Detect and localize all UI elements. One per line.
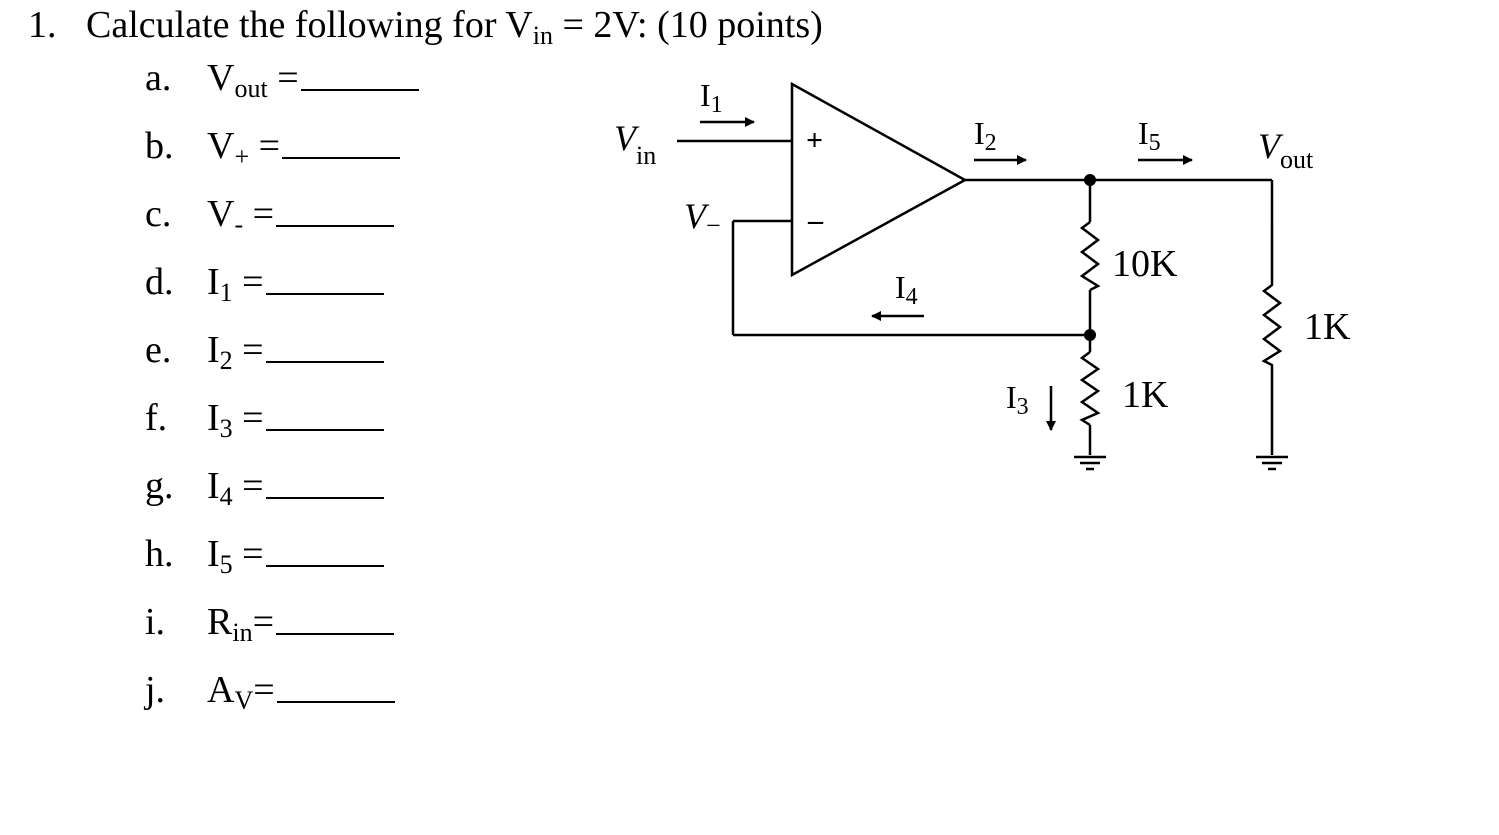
resistor-label-1k-ground: 1K	[1122, 374, 1169, 416]
resistor-1k-ground	[1079, 351, 1101, 427]
resistor-label-10k: 10K	[1112, 243, 1178, 285]
answer-blank	[265, 529, 384, 567]
answer-item-rin: i. Rin=	[145, 597, 419, 665]
answer-item-i3: f. I3 =	[145, 393, 419, 461]
resistor-1k-load	[1261, 225, 1283, 385]
current-label-i2: I2	[974, 115, 997, 156]
answer-blank	[276, 597, 395, 635]
answer-item-i1: d. I1 =	[145, 257, 419, 325]
answer-item-i4: g. I4 =	[145, 461, 419, 529]
question-number: 1.	[28, 4, 57, 46]
plus-input-sign: +	[806, 124, 823, 157]
answer-blank	[265, 461, 384, 499]
answer-blank	[282, 121, 401, 159]
current-label-i3: I3	[1006, 379, 1029, 420]
answer-blank	[265, 257, 384, 295]
current-label-i4: I4	[895, 269, 918, 310]
current-label-i1: I1	[700, 77, 723, 118]
answer-blank	[276, 189, 395, 227]
junction-node-feedback	[1084, 329, 1096, 341]
answer-list: a. Vout = b. V+ = c. V- = d. I1 = e. I2 …	[145, 53, 419, 733]
vout-label: Vout	[1258, 126, 1314, 174]
circuit-wires	[677, 139, 1274, 455]
vminus-label: V−	[684, 196, 721, 240]
answer-blank	[276, 665, 395, 703]
answer-item-vout: a. Vout =	[145, 53, 419, 121]
answer-item-vminus: c. V- =	[145, 189, 419, 257]
answer-item-i2: e. I2 =	[145, 325, 419, 393]
minus-input-sign: –	[807, 204, 824, 237]
current-label-i5: I5	[1138, 115, 1161, 156]
ground-symbol	[1074, 455, 1106, 471]
answer-blank	[300, 53, 419, 91]
junction-node-output	[1084, 174, 1096, 186]
ground-symbol	[1256, 455, 1288, 471]
answer-item-i5: h. I5 =	[145, 529, 419, 597]
resistor-10k	[1079, 221, 1101, 292]
opamp-symbol	[790, 81, 968, 278]
resistor-label-1k-load: 1K	[1304, 306, 1351, 348]
answer-item-vplus: b. V+ =	[145, 121, 419, 189]
answer-blank	[265, 393, 384, 431]
answer-blank	[265, 325, 384, 363]
vin-label: Vin	[614, 118, 656, 170]
question-heading: 1. Calculate the following for Vin = 2V: …	[28, 2, 823, 50]
answer-item-av: j. AV=	[145, 665, 419, 733]
question-text: Calculate the following for Vin = 2V: (1…	[86, 4, 823, 50]
